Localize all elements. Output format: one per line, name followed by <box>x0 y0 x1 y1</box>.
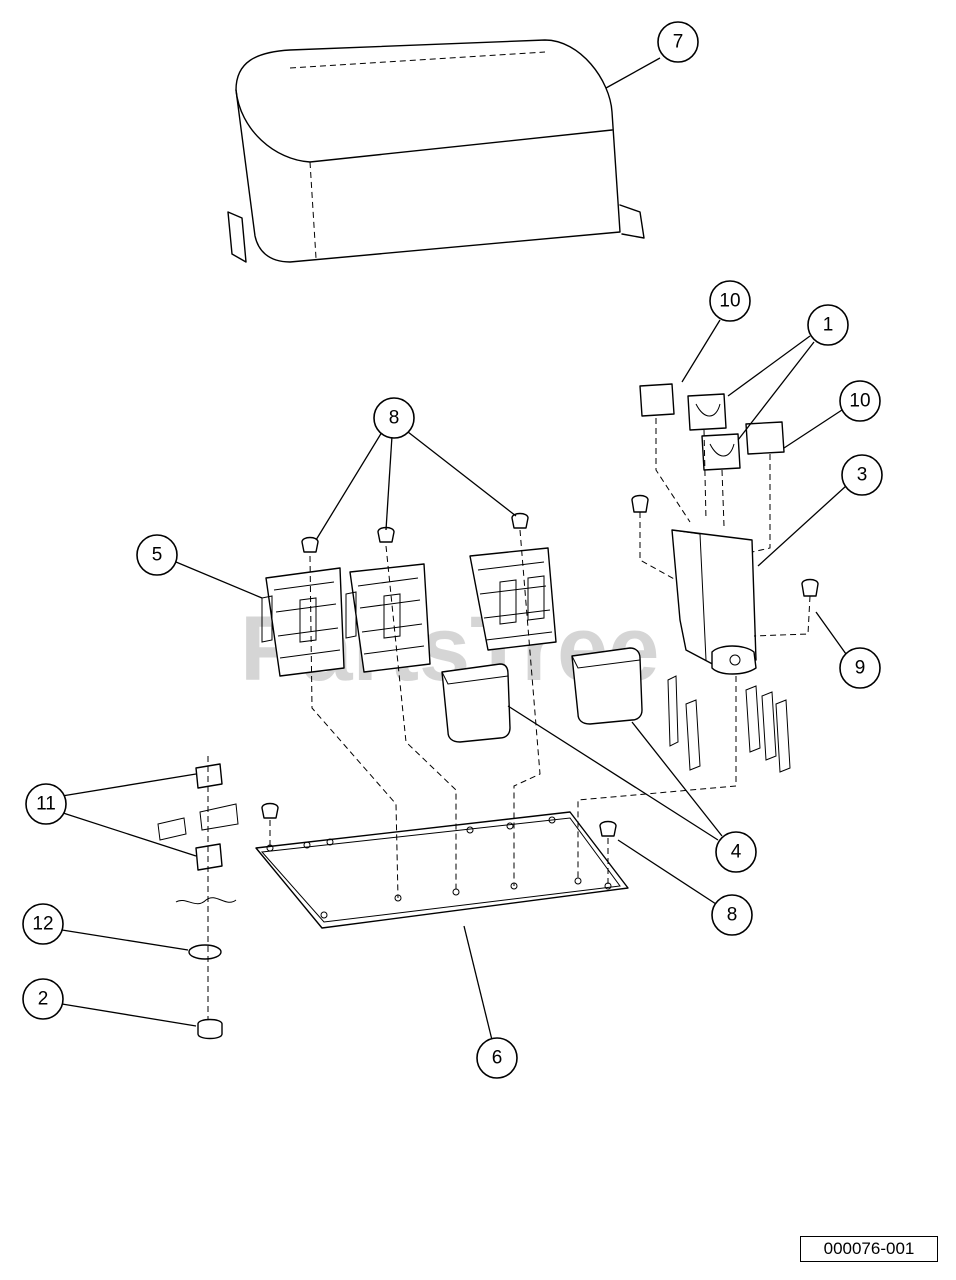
svg-text:8: 8 <box>389 408 400 429</box>
callout-4: 4 <box>507 705 757 873</box>
callout-7: 7 <box>605 21 699 89</box>
hardware-stack-part <box>157 763 239 1040</box>
assembly-lines <box>207 418 811 1020</box>
svg-text:5: 5 <box>152 545 163 566</box>
relay-right <box>571 647 643 725</box>
callout-8-bottom: 8 <box>617 839 753 936</box>
callout-12: 12 <box>22 903 189 951</box>
svg-text:2: 2 <box>38 989 49 1010</box>
svg-text:1: 1 <box>823 315 834 336</box>
svg-text:9: 9 <box>855 658 866 679</box>
drawing-number: 000076-001 <box>800 1236 938 1262</box>
svg-text:3: 3 <box>857 465 868 486</box>
callout-5: 5 <box>136 534 263 599</box>
callout-1: 1 <box>727 304 849 441</box>
svg-text:8: 8 <box>727 905 738 926</box>
fuses-part <box>639 383 785 471</box>
relay-socket-middle <box>345 563 431 673</box>
callout-10-right: 10 <box>783 380 881 449</box>
svg-text:6: 6 <box>492 1048 503 1069</box>
screws-part <box>261 494 819 837</box>
relay-socket-left <box>261 567 345 677</box>
relay-left <box>441 663 511 743</box>
fuse-holder-part <box>667 529 791 773</box>
svg-text:4: 4 <box>731 842 742 863</box>
callout-10-top: 10 <box>681 280 751 383</box>
callout-8-top: 8 <box>315 397 517 541</box>
mounting-plate-part <box>255 811 629 929</box>
callout-6: 6 <box>463 925 518 1079</box>
svg-text:7: 7 <box>673 32 684 53</box>
svg-text:10: 10 <box>849 391 870 412</box>
cover-part <box>227 39 645 263</box>
callout-9: 9 <box>815 611 881 689</box>
svg-text:12: 12 <box>32 914 53 935</box>
callout-2: 2 <box>22 978 197 1027</box>
callout-3: 3 <box>757 454 883 567</box>
svg-text:10: 10 <box>719 291 740 312</box>
callout-11: 11 <box>25 773 197 857</box>
svg-text:11: 11 <box>36 794 56 815</box>
